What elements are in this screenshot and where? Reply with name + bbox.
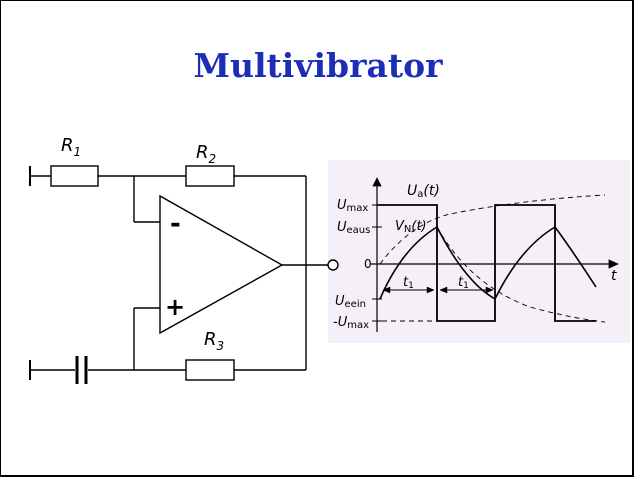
label-r2: R2 <box>196 142 216 166</box>
waveform-plot <box>370 177 619 332</box>
label-neg-umax: -Umax <box>333 315 369 331</box>
t1-arrowhead-1a <box>382 286 391 294</box>
label-ua-t: Ua(t) <box>407 183 440 200</box>
output-terminal <box>327 259 339 271</box>
label-t1-second: t1 <box>458 275 469 291</box>
x-axis-arrow <box>608 259 619 269</box>
resistor-r2 <box>185 165 235 187</box>
waveform-labels: Umax Ueaus 0 t Ueein -Umax Ua(t) VN(t) t… <box>333 183 617 331</box>
slide-title: Multivibrator <box>193 46 443 85</box>
label-t-axis: t <box>611 268 617 284</box>
label-t1-first: t1 <box>403 275 414 291</box>
t1-arrowhead-2b <box>485 286 494 294</box>
circuit-schematic <box>29 165 339 384</box>
label-r1: R1 <box>61 135 81 159</box>
label-vn-t: VN(t) <box>395 219 427 235</box>
envelope-lower-dashed <box>436 226 606 323</box>
output-square-wave <box>377 204 596 322</box>
envelope-upper-dashed <box>379 194 606 265</box>
capacitor-voltage-curve <box>379 225 597 301</box>
t1-arrowhead-1b <box>426 286 435 294</box>
resistor-r3 <box>185 359 235 381</box>
t1-arrowhead-2a <box>439 286 448 294</box>
label-ueein: Ueein <box>335 294 366 310</box>
y-axis-arrow <box>372 177 382 187</box>
label-zero: 0 <box>364 257 372 271</box>
opamp-plus-sign: + <box>165 293 185 321</box>
label-ueaus: Ueaus <box>337 220 370 236</box>
opamp-triangle <box>159 194 284 335</box>
label-umax: Umax <box>337 198 368 214</box>
waveform-panel <box>328 160 630 343</box>
opamp-minus-sign: - <box>170 209 181 239</box>
resistor-r1 <box>50 165 99 187</box>
label-r3: R3 <box>204 329 224 353</box>
